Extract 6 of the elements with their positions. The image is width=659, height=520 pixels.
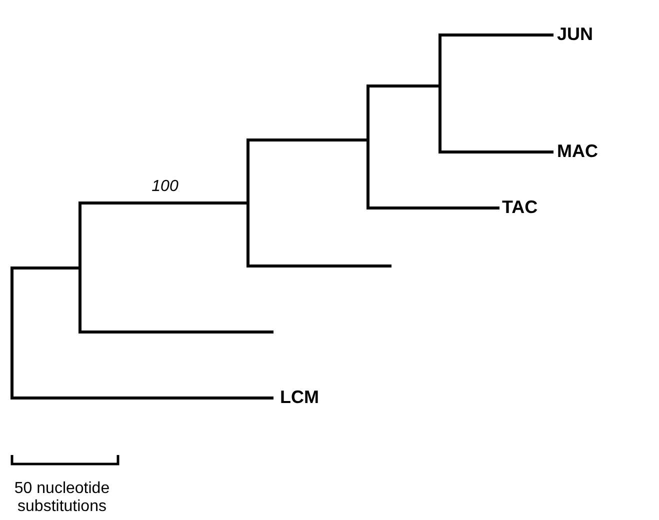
taxon-label: TAC xyxy=(502,197,538,218)
bootstrap-value: 100 xyxy=(150,178,180,196)
taxon-label: JUN xyxy=(557,24,594,45)
taxon-label: LCM xyxy=(280,387,319,408)
scale-bar-label: 50 nucleotide substitutions xyxy=(13,480,111,517)
taxon-label: MAC xyxy=(557,141,598,162)
